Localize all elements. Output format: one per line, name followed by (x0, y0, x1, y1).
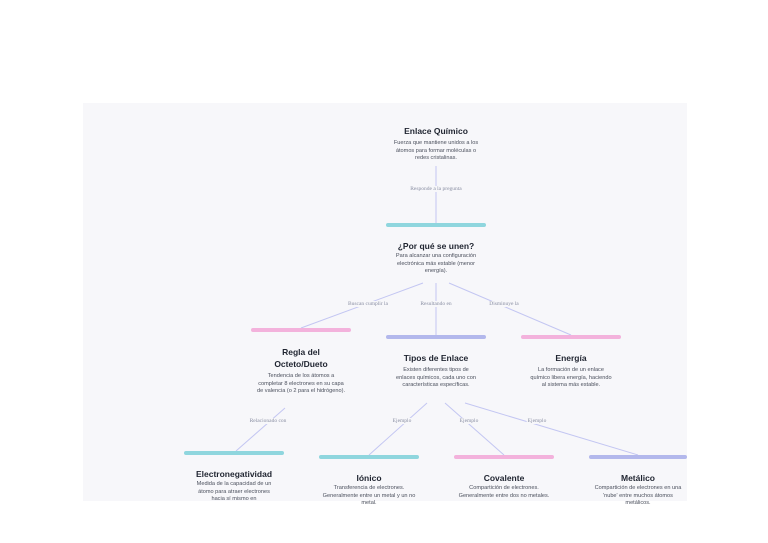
edge-octet-electroneg (235, 407, 286, 452)
why-node[interactable]: ¿Por qué se unen? Para alcanzar una conf… (388, 240, 484, 276)
metallic-node-desc: Compartición de electrones en una 'nube'… (594, 485, 682, 507)
ionic-node-bar (319, 455, 419, 459)
octet-node-desc: Tendencia de los átomos a completar 8 el… (257, 373, 346, 395)
energy-node-title: Energía (555, 353, 587, 363)
octet-node-bar (251, 328, 351, 332)
root-node[interactable]: Enlace Químico Fuerza que mantiene unido… (388, 125, 484, 163)
edge-label-root-why: Responde a la pregunta (409, 186, 463, 192)
types-node[interactable]: Tipos de Enlace Existen diferentes tipos… (388, 352, 484, 390)
covalent-node-desc: Compartición de electrones. Generalmente… (458, 485, 550, 499)
electroneg-node-bar (184, 451, 284, 455)
ionic-node-desc: Transferencia de electrones. Generalment… (322, 485, 416, 507)
root-node-title: Enlace Químico (404, 126, 468, 136)
why-node-desc: Para alcanzar una configuración electrón… (395, 253, 477, 275)
why-node-bar (386, 223, 486, 227)
electroneg-node-title: Electronegatividad (195, 469, 273, 479)
electroneg-node[interactable]: Electronegatividad Medida de la capacida… (188, 468, 280, 505)
ionic-node[interactable]: Iónico Transferencia de electrones. Gene… (322, 472, 416, 508)
edge-label-types-covalent: Ejemplo (458, 418, 480, 424)
metallic-node[interactable]: Metálico Compartición de electrones en u… (592, 472, 684, 508)
energy-node-bar (521, 335, 621, 339)
edge-label-why-types: Resultando en (419, 301, 453, 307)
covalent-node[interactable]: Covalente Compartición de electrones. Ge… (458, 472, 550, 508)
edge-label-types-ionic: Ejemplo (391, 418, 413, 424)
types-node-bar (386, 335, 486, 339)
covalent-node-title: Covalente (483, 473, 525, 483)
covalent-node-bar (454, 455, 554, 459)
metallic-node-title: Metálico (620, 473, 655, 483)
octet-node[interactable]: Regla del Octeto/Dueto Tendencia de los … (257, 346, 345, 396)
energy-node-desc: La formación de un enlace químico libera… (530, 367, 612, 389)
edge-label-types-metallic: Ejemplo (526, 418, 548, 424)
edge-why-energy (448, 282, 572, 336)
edge-label-octet-electroneg: Relacionado con (248, 418, 288, 424)
edge-types-metallic (464, 402, 639, 456)
octet-node-title: Regla del Octeto/Dueto (274, 347, 328, 369)
energy-node[interactable]: Energía La formación de un enlace químic… (525, 352, 617, 390)
why-node-title: ¿Por qué se unen? (397, 241, 475, 251)
edge-types-ionic (368, 402, 428, 456)
types-node-title: Tipos de Enlace (403, 353, 469, 363)
metallic-node-bar (589, 455, 687, 459)
types-node-desc: Existen diferentes tipos de enlaces quím… (396, 367, 476, 389)
edge-label-why-energy: Disminuye la (488, 301, 520, 307)
electroneg-node-desc: Medida de la capacidad de un átomo para … (196, 481, 272, 503)
edge-label-why-octet: Buscan cumplir la (346, 301, 390, 307)
edge-types-covalent (444, 402, 505, 456)
root-node-desc: Fuerza que mantiene unidos a los átomos … (393, 140, 479, 162)
ionic-node-title: Iónico (356, 473, 382, 483)
